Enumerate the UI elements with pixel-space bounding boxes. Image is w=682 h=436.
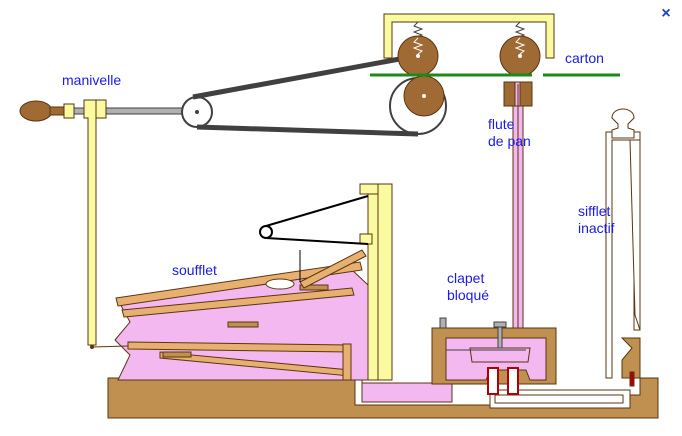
belt-bottom [196,124,419,137]
label-carton: carton [565,50,604,66]
crank-lever [83,99,99,346]
close-icon[interactable]: × [661,5,671,22]
valve-outlet-left [487,367,499,395]
spring-right-front [514,37,526,55]
label-flute-line2: de pan [488,133,531,149]
crank-neck [49,106,65,116]
label-flute-line1: flute [488,116,515,132]
bellows-arm-post [342,343,352,381]
belt-top [192,55,406,100]
post-tab-top [359,183,381,195]
label-clapet-bloque: clapet bloqué [447,270,489,304]
linkage-pivot [259,225,273,239]
bellows-linkage [299,249,367,289]
valve-stem [497,325,503,349]
valve-plug [469,347,531,363]
bellows-pivot [265,278,295,290]
valve-stem-cap [493,321,507,328]
channel-right-inner [494,394,624,404]
whistle-stop [629,371,635,387]
whistle-base [620,337,641,379]
valve-outlet-right [507,367,519,395]
linkage-lower [265,237,369,245]
roller-frame [383,13,555,59]
roller-bottom-hub [422,94,426,98]
air-channel [361,378,453,403]
small-pulley-hub [195,110,199,114]
whistle-head [611,108,635,139]
post-tab-mid [359,233,373,245]
label-manivelle: manivelle [62,72,122,88]
crank-handle[interactable] [19,100,53,122]
label-flute-de-pan: flute de pan [488,116,531,150]
post-upright [367,183,379,381]
label-clapet-line2: bloqué [447,287,490,303]
label-sifflet-line2: inactif [578,220,615,236]
bellows-valve-1 [227,321,259,328]
roller-top-left-hub [416,54,420,58]
label-sifflet-line1: sifflet [578,203,611,219]
bellows-mid-board [121,287,355,318]
valve-screw [439,317,447,329]
bellows-valve-2 [162,351,192,358]
label-soufflet: soufflet [172,262,217,278]
spring-left-front [412,37,424,55]
label-clapet-line1: clapet [447,270,485,286]
bellows-valve-3 [299,284,329,291]
roller-top-right-hub [518,54,522,58]
linkage-upper [265,195,369,227]
crank-to-bellows [91,345,129,348]
label-sifflet-inactif: sifflet inactif [578,203,615,237]
post-base [377,183,393,381]
crank-lever-top [95,99,107,119]
crank-collar [63,103,75,119]
whistle-needle [629,139,641,331]
